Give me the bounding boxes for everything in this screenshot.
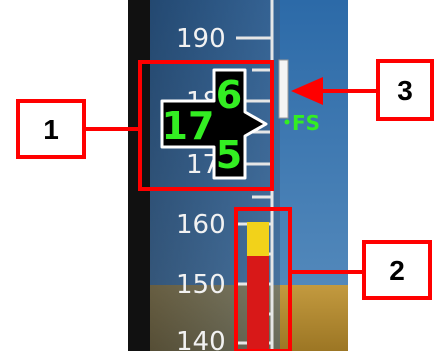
flap-speed-bracket bbox=[278, 59, 289, 119]
callout-1-box bbox=[16, 99, 86, 159]
readout-hundreds-tens: 17 bbox=[162, 104, 215, 148]
flap-speed-dot bbox=[284, 119, 290, 125]
callout-2: 2 bbox=[362, 240, 432, 300]
callout-3-box bbox=[376, 59, 434, 121]
readout-units-lower: 5 bbox=[216, 133, 242, 177]
callout-2-number: 2 bbox=[389, 255, 405, 286]
tick-label-150: 150 bbox=[176, 270, 226, 300]
speed-readout-drum: 17 6 5 bbox=[160, 68, 268, 180]
tick-label-140: 140 bbox=[176, 327, 226, 351]
callout-1: 1 bbox=[16, 99, 86, 159]
callout-2-box bbox=[362, 240, 432, 300]
highlight-frame-trend bbox=[234, 207, 292, 351]
tick-label-190: 190 bbox=[176, 24, 226, 54]
callout-1-number: 1 bbox=[43, 114, 59, 145]
highlight-frame-readout bbox=[138, 60, 274, 191]
flap-speed-marker: FS bbox=[278, 59, 320, 135]
arrowhead-3 bbox=[291, 77, 323, 105]
fs-label: FS bbox=[292, 111, 320, 135]
callout-3: 3 bbox=[376, 59, 434, 121]
tick-label-160: 160 bbox=[176, 210, 226, 240]
callout-3-number: 3 bbox=[397, 75, 413, 106]
pfd-background bbox=[128, 0, 348, 351]
readout-window bbox=[160, 68, 268, 180]
speed-trend-caution-segment bbox=[247, 222, 269, 256]
speed-trend-red-segment bbox=[247, 256, 269, 351]
speed-trend-bar bbox=[247, 222, 269, 351]
readout-units-upper: 6 bbox=[216, 73, 242, 117]
